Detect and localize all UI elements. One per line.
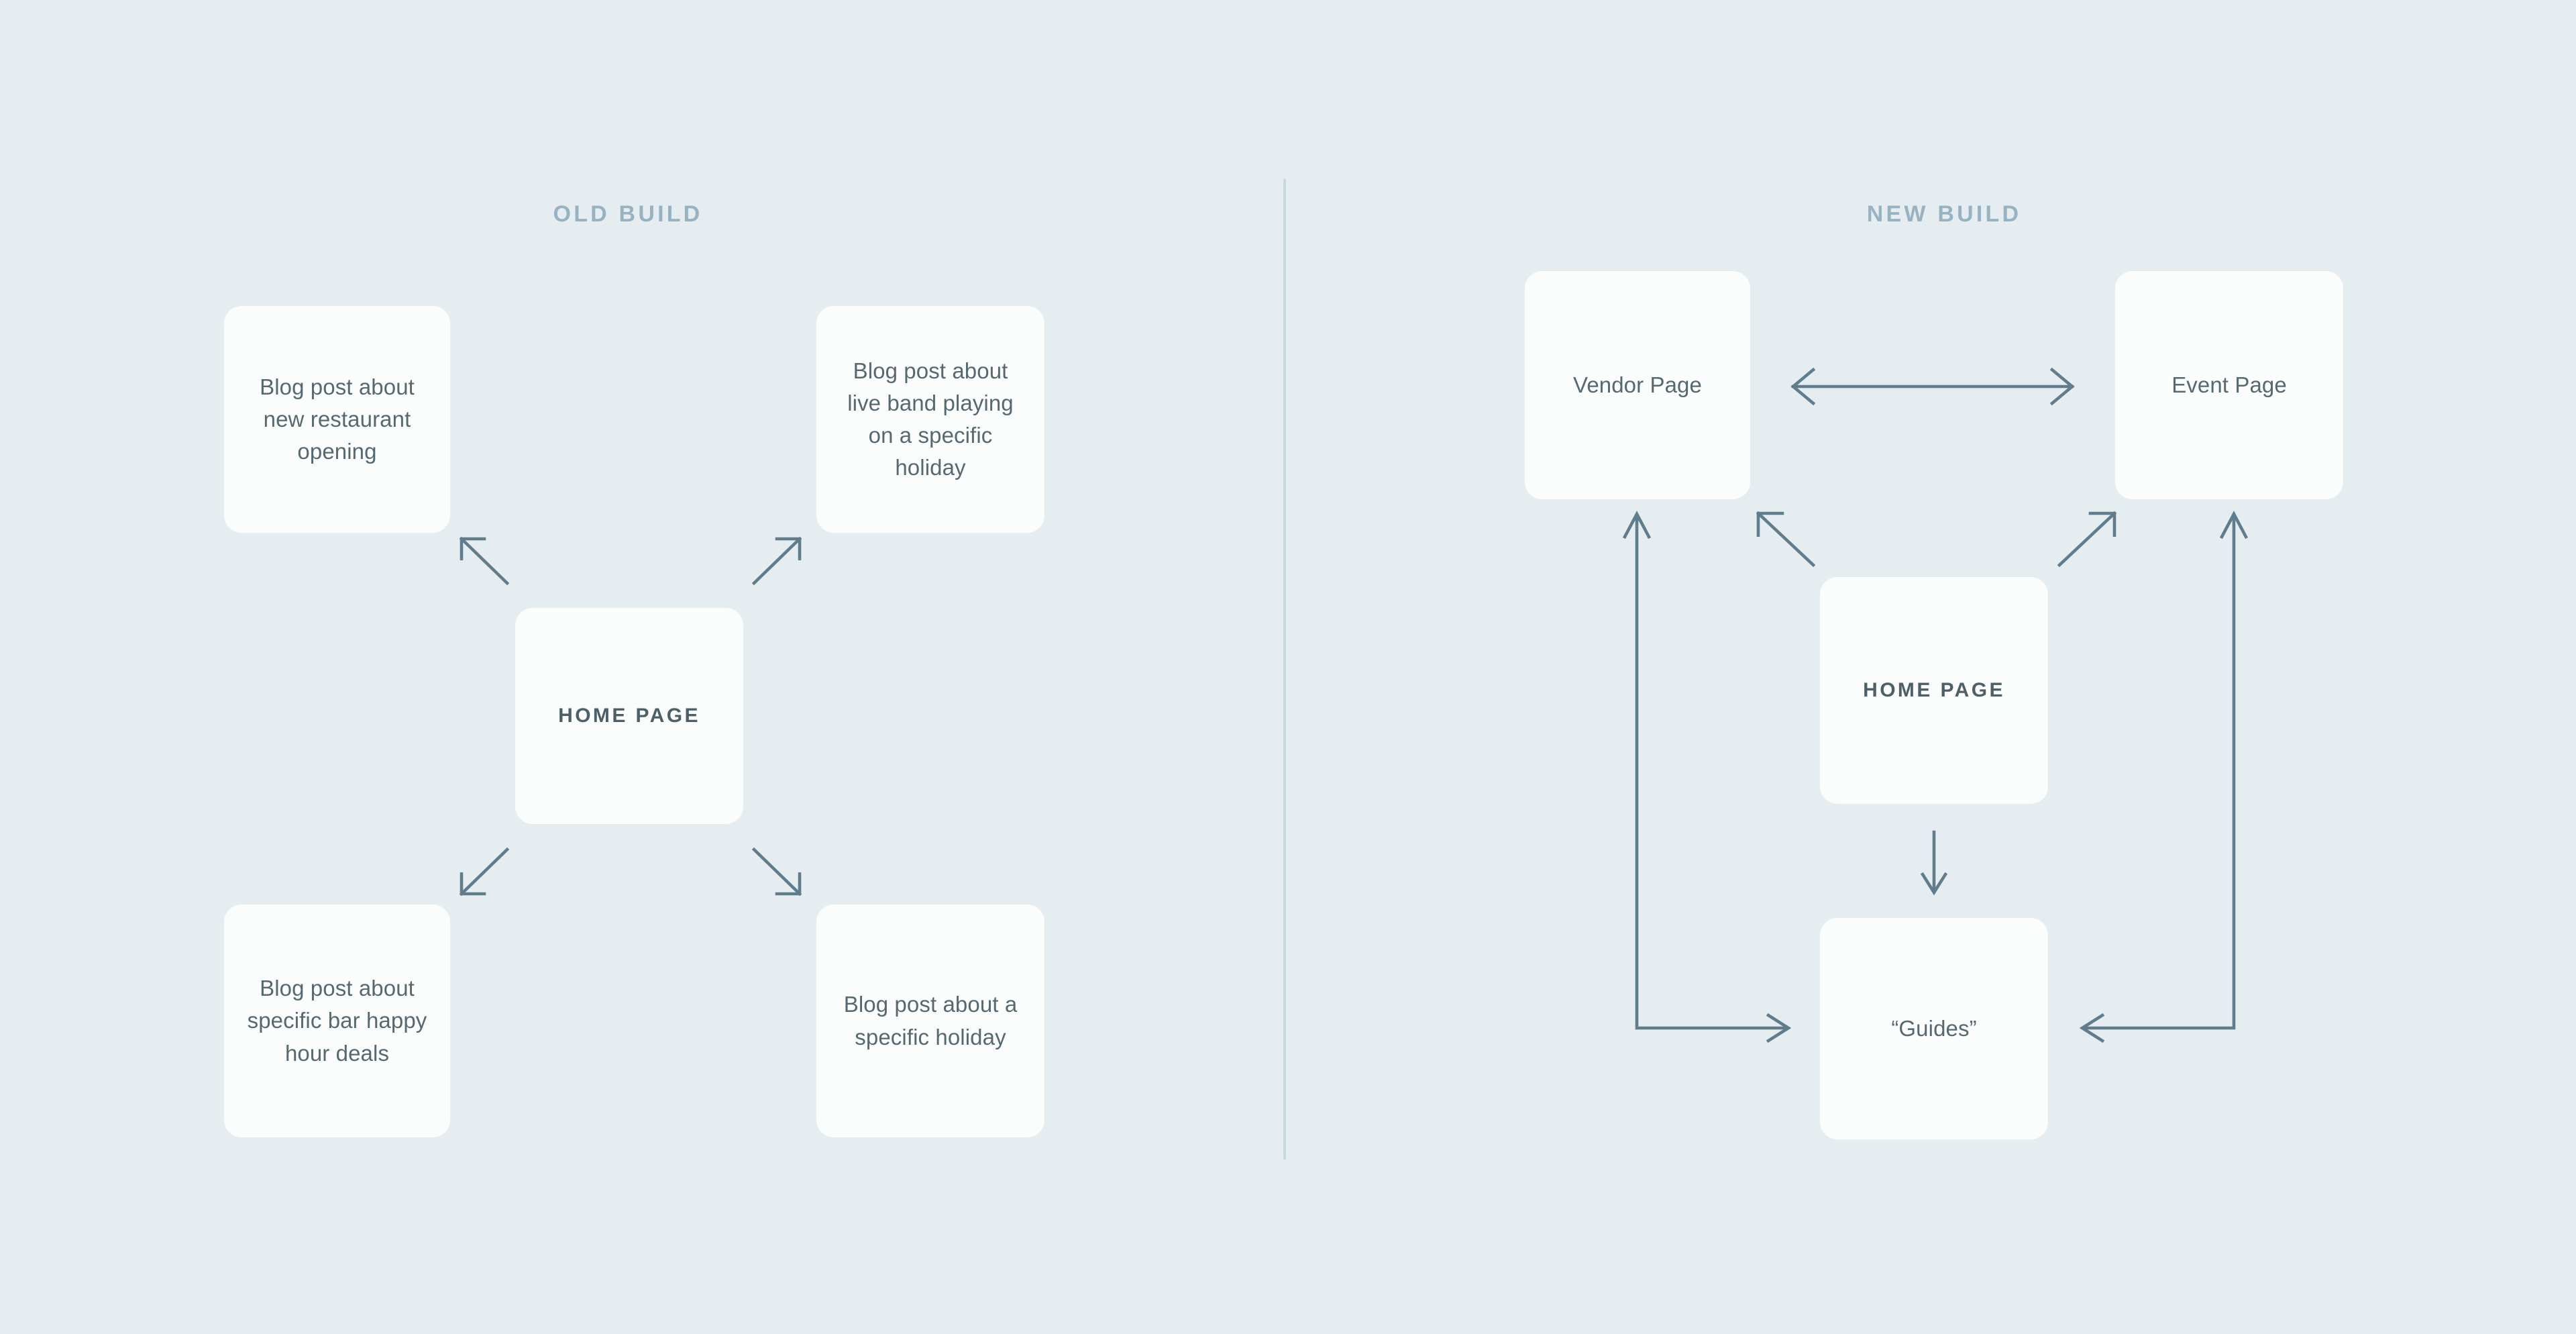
node-label: Blog post about specific bar happy hour …	[247, 976, 427, 1066]
node-card-new-guides[interactable]: “Guides”	[1820, 918, 2048, 1139]
node-card-new-event-page[interactable]: Event Page	[2115, 271, 2343, 499]
node-label: “Guides”	[1891, 1015, 1977, 1041]
node-label: HOME PAGE	[558, 705, 700, 727]
node-card-old-home-page[interactable]: HOME PAGE	[515, 608, 743, 824]
node-label: Vendor Page	[1573, 372, 1702, 397]
node-label: Event Page	[2171, 372, 2287, 397]
node-card-new-vendor-page[interactable]: Vendor Page	[1525, 271, 1750, 499]
arrow-new-vendor-event-bidirectional	[1790, 367, 2075, 406]
arrow-old-home-to-live-band	[751, 536, 802, 586]
arrow-old-home-to-holiday	[751, 847, 802, 896]
node-label: Blog post about a specific holiday	[843, 992, 1018, 1049]
arrow-new-home-to-event	[2057, 511, 2117, 568]
arrow-new-home-to-vendor	[1756, 511, 1816, 568]
node-label: Blog post about new restaurant opening	[260, 374, 415, 464]
arrow-new-guides-to-vendor	[1622, 511, 1792, 1043]
section-title-new-build: NEW BUILD	[1866, 201, 2022, 227]
node-card-new-home-page[interactable]: HOME PAGE	[1820, 577, 2048, 804]
section-divider	[1283, 178, 1286, 1160]
node-card-old-blog-live-band[interactable]: Blog post about live band playing on a s…	[816, 306, 1044, 533]
arrow-new-guides-to-event	[2079, 511, 2249, 1043]
node-card-old-blog-happy-hour[interactable]: Blog post about specific bar happy hour …	[224, 905, 450, 1137]
arrow-old-home-to-restaurant	[459, 536, 510, 586]
section-title-old-build: OLD BUILD	[553, 201, 703, 227]
arrow-old-home-to-happy-hour	[459, 847, 510, 896]
node-label: HOME PAGE	[1863, 679, 2005, 702]
node-label: Blog post about live band playing on a s…	[847, 358, 1014, 480]
arrow-new-home-to-guides	[1920, 830, 1948, 896]
node-card-old-blog-restaurant[interactable]: Blog post about new restaurant opening	[224, 306, 450, 533]
node-card-old-blog-holiday[interactable]: Blog post about a specific holiday	[816, 905, 1044, 1137]
